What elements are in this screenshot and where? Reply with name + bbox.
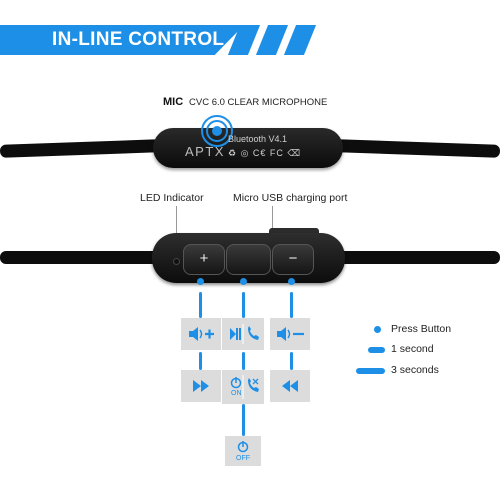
legend-short-dash — [368, 347, 385, 353]
aptx-logo-text: APTX — [185, 144, 225, 159]
banner-stripe — [283, 25, 317, 55]
bluetooth-version: Bluetooth V4.1 — [228, 134, 288, 144]
next-track-action — [181, 370, 221, 402]
usb-port-label: Micro USB charging port — [233, 192, 348, 204]
led-pointer-line — [176, 206, 177, 258]
bluetooth-module — [153, 128, 343, 168]
hold-line — [199, 292, 202, 318]
power-off-action: OFF — [225, 436, 261, 466]
volume-minus-button[interactable]: − — [272, 244, 314, 275]
volume-plus-button[interactable]: + — [183, 244, 225, 275]
power-on-reject-action: ON — [222, 370, 264, 404]
press-dot — [197, 278, 204, 285]
legend-press-button: Press Button — [391, 323, 452, 335]
cable-left-lower — [0, 251, 160, 264]
hold-line — [290, 292, 293, 318]
off-label: OFF — [236, 455, 250, 462]
hold-line — [242, 352, 245, 370]
volume-down-icon — [277, 327, 304, 341]
fast-forward-icon — [193, 380, 209, 392]
press-dot — [240, 278, 247, 285]
mic-sound-icon — [198, 112, 236, 150]
mic-description: CVC 6.0 CLEAR MICROPHONE — [189, 97, 328, 108]
legend-dot-mark — [374, 326, 381, 333]
banner-stripe — [255, 25, 289, 55]
hold-line — [290, 352, 293, 370]
power-on-phone-reject-icon — [230, 375, 259, 399]
certification-marks: ♻ ◎ C€ FC ⌫ — [228, 148, 302, 158]
legend-long-dash — [356, 368, 385, 374]
power-off-icon — [237, 441, 249, 453]
led-indicator — [173, 258, 180, 265]
press-dot — [288, 278, 295, 285]
led-indicator-label: LED Indicator — [140, 192, 204, 204]
play-pause-phone-icon — [230, 324, 259, 344]
legend-three-seconds: 3 seconds — [391, 364, 439, 376]
hold-line — [199, 352, 202, 370]
volume-up-icon — [189, 327, 214, 341]
usb-port — [269, 228, 319, 237]
cable-right-lower — [338, 251, 500, 264]
previous-track-action — [270, 370, 310, 402]
mic-label: MIC — [163, 96, 184, 108]
rewind-icon — [282, 380, 298, 392]
usb-pointer-line — [272, 206, 273, 228]
hold-line — [242, 292, 245, 318]
hold-line — [242, 404, 245, 436]
cable-right-upper — [335, 139, 500, 158]
volume-up-action — [181, 318, 221, 350]
title-banner — [0, 25, 244, 55]
volume-down-action — [270, 318, 310, 350]
legend-one-second: 1 second — [391, 343, 434, 355]
play-pause-call-action — [222, 318, 264, 350]
page-title: IN-LINE CONTROL — [52, 29, 225, 50]
on-label: ON — [231, 390, 242, 397]
cable-left-upper — [0, 139, 161, 158]
multifunction-button[interactable] — [226, 244, 271, 275]
